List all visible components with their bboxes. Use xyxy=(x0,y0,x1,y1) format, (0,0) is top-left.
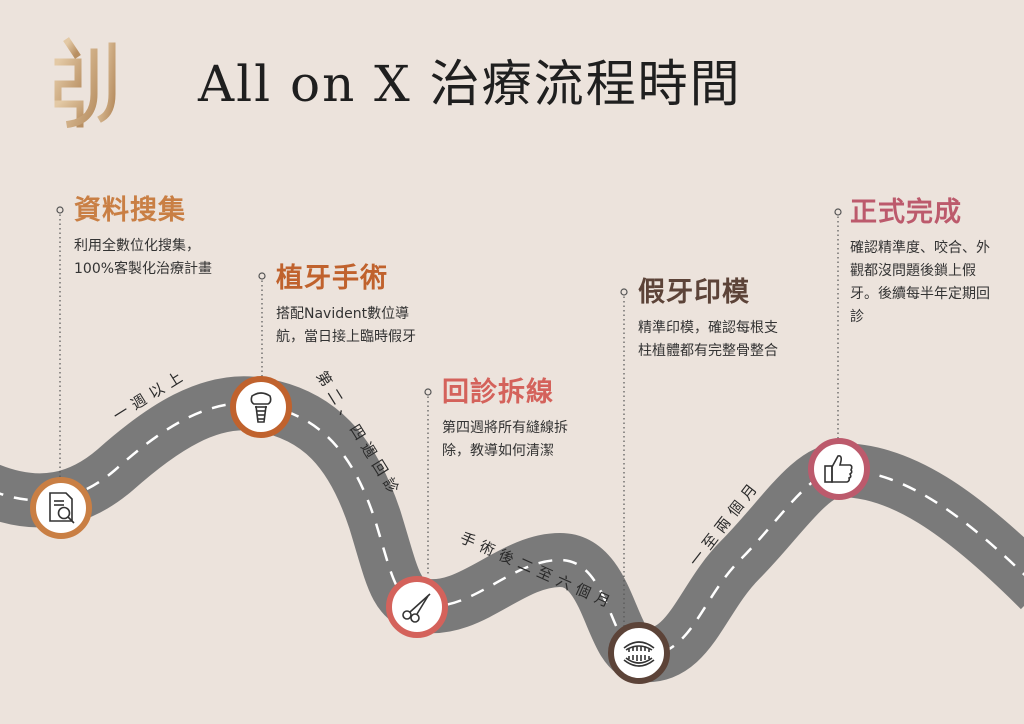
node-denture-impression xyxy=(608,622,670,684)
desc-line: 利用全數位化搜集， xyxy=(74,238,200,254)
step-implant-surgery: 植牙手術 搭配Navident數位導 航，當日接上臨時假牙 xyxy=(276,256,416,349)
desc-line: 除，教導如何清潔 xyxy=(442,443,554,459)
denture-icon xyxy=(623,641,655,667)
desc-line: 柱植體都有完整骨整合 xyxy=(638,343,778,359)
desc-line: 航，當日接上臨時假牙 xyxy=(276,329,416,345)
desc-line: 確認精準度、咬合、外 xyxy=(850,240,990,256)
step-title: 資料搜集 xyxy=(74,195,186,226)
dental-implant-icon xyxy=(250,392,272,423)
clinic-logo xyxy=(54,37,116,129)
step-data-collection: 資料搜集 利用全數位化搜集， 100%客製化治療計畫 xyxy=(74,188,212,281)
scissors-icon xyxy=(402,593,431,623)
step-suture-removal: 回診拆線 第四週將所有縫線拆 除，教導如何清潔 xyxy=(442,370,568,463)
step-denture-impression: 假牙印模 精準印模，確認每根支 柱植體都有完整骨整合 xyxy=(638,270,778,363)
node-completion xyxy=(808,438,870,500)
node-implant-surgery xyxy=(230,376,292,438)
step-description: 搭配Navident數位導 航，當日接上臨時假牙 xyxy=(276,303,416,349)
thumbs-up-icon xyxy=(824,455,853,483)
desc-line: 100%客製化治療計畫 xyxy=(74,261,213,277)
desc-line: 精準印模，確認每根支 xyxy=(638,320,778,336)
page-title: All on X 治療流程時間 xyxy=(198,55,742,113)
step-title: 假牙印模 xyxy=(638,277,750,308)
desc-line: 觀都沒問題後鎖上假 xyxy=(850,263,976,279)
step-title: 正式完成 xyxy=(850,197,962,228)
step-title: 回診拆線 xyxy=(442,377,554,408)
desc-line: 第四週將所有縫線拆 xyxy=(442,420,568,436)
desc-line: 牙。後續每半年定期回 xyxy=(850,286,990,302)
step-description: 利用全數位化搜集， 100%客製化治療計畫 xyxy=(74,235,212,281)
document-search-icon xyxy=(49,492,75,524)
desc-line: 搭配Navident數位導 xyxy=(276,306,410,322)
step-description: 確認精準度、咬合、外 觀都沒問題後鎖上假 牙。後續每半年定期回 診 xyxy=(850,237,990,329)
desc-line: 診 xyxy=(850,309,864,325)
step-completion: 正式完成 確認精準度、咬合、外 觀都沒問題後鎖上假 牙。後續每半年定期回 診 xyxy=(850,190,990,329)
node-data-collection xyxy=(30,477,92,539)
node-suture-removal xyxy=(386,576,448,638)
step-description: 精準印模，確認每根支 柱植體都有完整骨整合 xyxy=(638,317,778,363)
step-title: 植牙手術 xyxy=(276,263,388,294)
step-description: 第四週將所有縫線拆 除，教導如何清潔 xyxy=(442,417,568,463)
